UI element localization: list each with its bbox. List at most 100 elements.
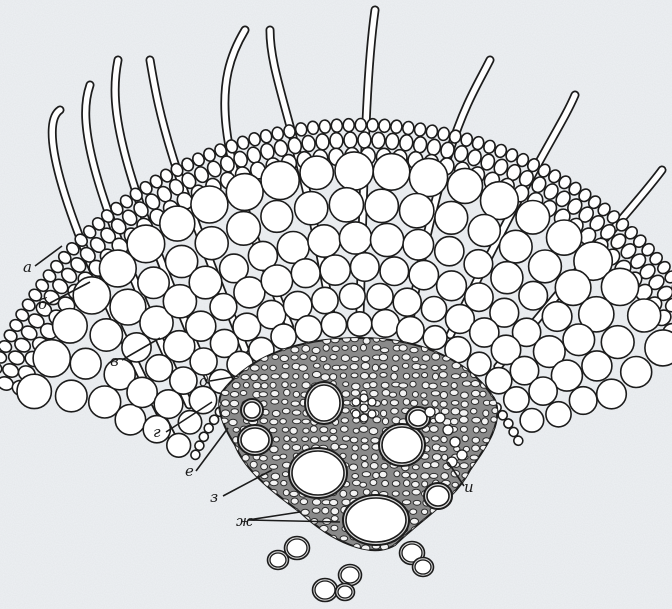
exodermis-cell xyxy=(330,132,344,149)
stele-cell xyxy=(341,418,348,423)
stele-cell xyxy=(311,437,319,444)
stele-cell xyxy=(430,426,439,433)
stele-cell xyxy=(382,480,389,486)
stele-cell xyxy=(380,364,388,370)
stele-cell xyxy=(240,391,247,396)
epidermis-cell xyxy=(402,121,415,135)
stele-cell xyxy=(433,373,439,380)
xylem-vessel xyxy=(244,402,260,418)
stele-cell xyxy=(399,345,407,351)
stele-cell xyxy=(330,428,337,433)
label-v: в xyxy=(110,352,119,370)
stele-cell xyxy=(470,455,478,460)
stele-cell xyxy=(270,382,276,388)
stele-cell xyxy=(472,445,480,451)
stele-cell xyxy=(451,408,460,415)
stele-cell xyxy=(320,427,328,433)
stele-cell xyxy=(341,426,349,432)
stele-cell xyxy=(370,480,377,486)
stele-cell xyxy=(293,419,301,424)
stele-cell xyxy=(402,500,410,505)
stele-cell xyxy=(340,373,346,378)
stele-cell xyxy=(260,374,269,380)
label-g: г xyxy=(153,423,161,441)
stele-cell xyxy=(272,355,279,360)
cortex-cell xyxy=(569,387,597,415)
stele-cell xyxy=(422,373,428,378)
cortex-cell xyxy=(347,312,371,336)
stele-cell xyxy=(253,382,261,389)
stele-cell xyxy=(331,516,338,522)
stele-cell xyxy=(300,499,307,505)
stele-cell xyxy=(271,374,280,379)
cortex-cell xyxy=(127,377,157,407)
stele-cell xyxy=(432,353,440,360)
stele-cell xyxy=(380,373,387,378)
stele-cell xyxy=(271,399,279,404)
stele-cell xyxy=(242,455,249,462)
cortex-cell xyxy=(547,220,582,255)
stele-cell xyxy=(343,382,349,387)
label-a: а xyxy=(23,258,32,276)
stele-cell xyxy=(270,365,276,370)
stele-cell xyxy=(429,383,437,389)
stele-cell xyxy=(250,461,257,468)
cortex-cell xyxy=(261,201,293,233)
stele-cell xyxy=(381,400,387,406)
stele-cell xyxy=(412,481,420,487)
stele-cell xyxy=(290,491,298,496)
cortex-cell xyxy=(448,168,483,203)
stele-cell xyxy=(389,392,396,397)
cortex-cell xyxy=(115,405,145,435)
stele-cell xyxy=(312,371,321,377)
cortex-cell xyxy=(421,297,446,322)
stele-cell xyxy=(403,491,410,496)
stele-cell xyxy=(291,347,299,353)
stele-cell xyxy=(422,509,428,514)
stele-cell xyxy=(451,418,459,425)
xylem-vessel xyxy=(346,498,406,542)
stele-cell xyxy=(281,480,287,485)
stele-cell xyxy=(282,427,289,432)
stele-cell xyxy=(432,436,440,441)
stele-cell xyxy=(284,436,290,442)
stele-cell xyxy=(282,408,290,414)
cortex-cell xyxy=(127,225,165,263)
stele-cell xyxy=(391,366,398,372)
stele-cell xyxy=(441,473,449,480)
stele-cell xyxy=(349,464,357,470)
stele-cell xyxy=(431,391,440,396)
xylem-vessel xyxy=(308,385,340,421)
cortex-cell xyxy=(351,253,380,282)
stele-cell xyxy=(323,345,329,351)
stele-cell xyxy=(292,445,301,451)
stele-cell xyxy=(420,365,427,370)
protoxylem-cell xyxy=(360,394,368,402)
cortex-cell xyxy=(520,409,544,433)
epidermis-cell xyxy=(331,119,343,133)
stele-cell xyxy=(270,480,278,486)
loose-cell xyxy=(270,553,286,567)
stele-cell xyxy=(402,354,410,360)
epidermis-cell xyxy=(355,118,366,131)
stele-cell xyxy=(471,408,477,414)
cortex-cell xyxy=(397,317,424,344)
stele-cell xyxy=(451,383,457,389)
stele-cell xyxy=(282,382,288,388)
stele-cell xyxy=(410,509,417,514)
cortex-cell xyxy=(491,262,523,294)
cortex-cell xyxy=(160,206,195,241)
stele-cell xyxy=(412,357,419,362)
cortex-cell xyxy=(400,194,434,228)
stele-cell xyxy=(392,491,399,496)
xylem-vessel xyxy=(427,486,449,506)
stele-cell xyxy=(381,348,389,353)
cortex-cell xyxy=(17,374,51,408)
stele-cell xyxy=(293,374,299,379)
cortex-cell xyxy=(435,201,468,234)
stele-cell xyxy=(314,363,321,368)
stele-cell xyxy=(352,445,358,451)
cortex-cell xyxy=(380,257,409,286)
stele-cell xyxy=(421,393,427,398)
cortex-cell xyxy=(210,294,237,321)
